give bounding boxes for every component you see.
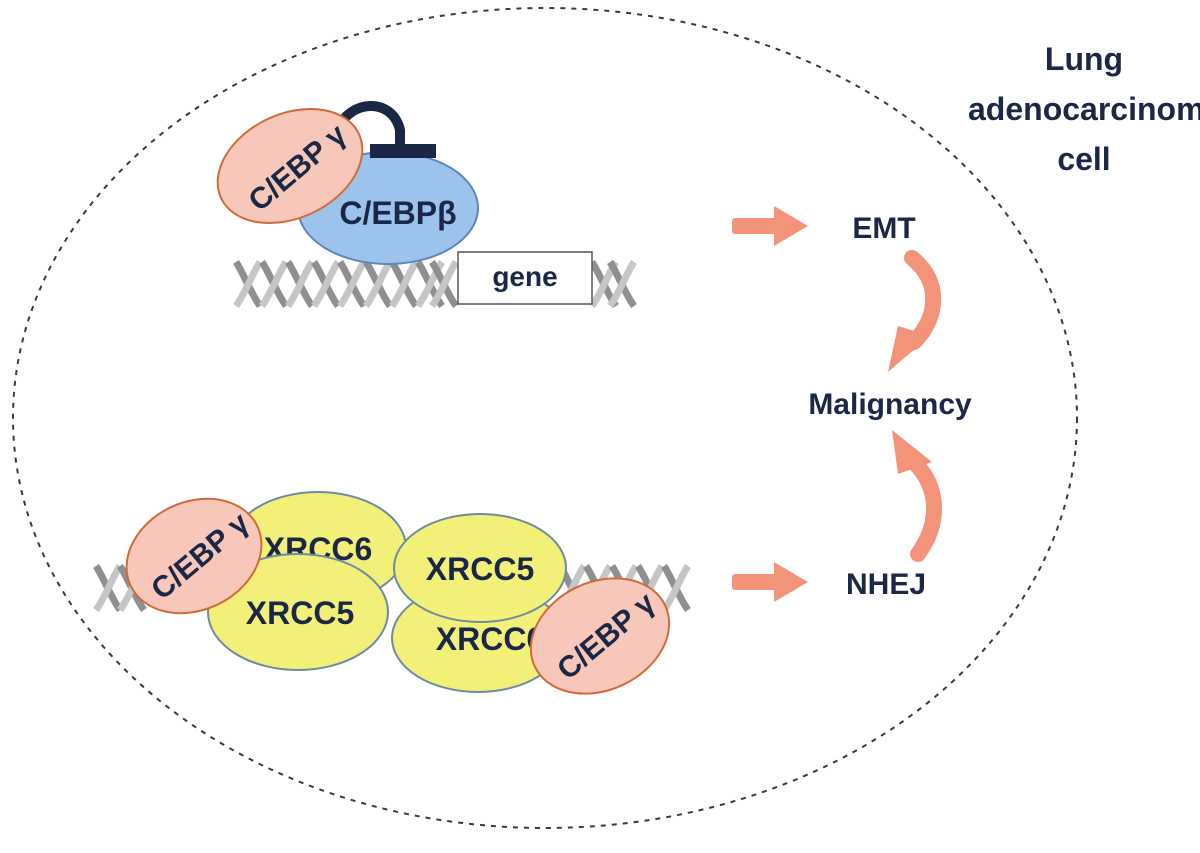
arrow-emt-to-malignancy: [888, 250, 942, 372]
cebp-gamma-lower-left: [125, 497, 263, 615]
cebp-gamma-upper: [216, 107, 364, 225]
emt-label: EMT: [852, 212, 915, 245]
cell-membrane: [12, 7, 1078, 829]
arrow-to-emt: [732, 206, 808, 246]
xrcc5-right-label: XRCC5: [426, 551, 534, 587]
xrcc6-right-label: XRCC6: [436, 621, 544, 657]
cebp-beta-label: C/EBPβ: [339, 195, 456, 231]
xrcc5-right-protein: [393, 513, 567, 623]
cell-type-title: Lung adenocarcinoma cell: [968, 34, 1200, 184]
nhej-label: NHEJ: [846, 568, 926, 601]
cell-title-line-1: Lung: [1044, 41, 1124, 77]
cell-title-line-2: adenocarcinoma: [968, 91, 1200, 127]
cell-title-line-3: cell: [1057, 141, 1111, 177]
cebp-gamma-lower-right: [529, 577, 671, 695]
xrcc5-left-protein: [207, 553, 389, 671]
arrow-to-nhej: [732, 562, 808, 602]
arrow-nhej-to-malignancy: [892, 430, 942, 562]
xrcc5-left-label: XRCC5: [246, 595, 354, 631]
gene-label: gene: [492, 261, 557, 292]
gene-box: [457, 251, 593, 305]
malignancy-label: Malignancy: [808, 388, 972, 421]
